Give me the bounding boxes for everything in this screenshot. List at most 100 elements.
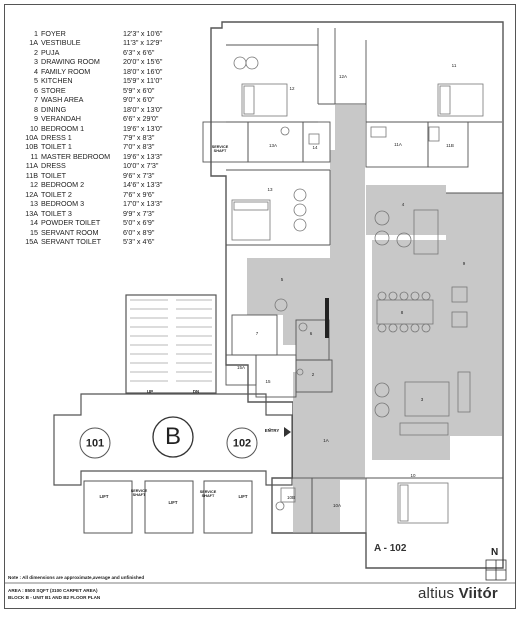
block-b-marker — [152, 416, 194, 458]
legend-no: 5 — [34, 76, 38, 86]
legend-no: 8 — [34, 104, 38, 114]
legend-name: KITCHEN — [41, 76, 73, 86]
legend-name: STORE — [41, 85, 66, 95]
room-tag-r10b: 10B — [286, 494, 296, 500]
brand-bold: Viitór — [458, 585, 498, 602]
legend-size: 17'0" x 13'3" — [123, 199, 163, 209]
room-tag-r3: 3 — [420, 396, 424, 402]
legend-name: BEDROOM 3 — [41, 199, 85, 209]
room-tag-r7: 7 — [255, 330, 259, 336]
room-tag-r12: 12 — [289, 85, 295, 91]
room-tag-r13a: 13A — [268, 142, 278, 148]
staircase — [130, 299, 212, 382]
room-tag-r11: 11 — [451, 62, 457, 68]
north-arrow-icon — [485, 559, 507, 581]
legend-name: DINING — [41, 104, 67, 114]
legend-no: 6 — [34, 85, 38, 95]
legend-size: 19'6" x 13'3" — [123, 151, 163, 161]
legend-no: 1A — [29, 38, 38, 48]
room-tag-r15: 15 — [265, 378, 271, 384]
room-tag-r11a: 11A — [394, 141, 402, 147]
legend-name: TOILET 1 — [41, 142, 72, 152]
legend-name: DRAWING ROOM — [41, 57, 100, 67]
legend-name: TOILET 2 — [41, 189, 72, 199]
legend-size: 7'6" x 9'6" — [123, 189, 155, 199]
legend-size: 5'0" x 6'9" — [123, 218, 155, 228]
unit-102-label: 102 — [232, 437, 252, 450]
legend-name: DRESS 1 — [41, 132, 72, 142]
legend-size: 6'6" x 29'0" — [123, 114, 159, 124]
legend-no: 11A — [25, 161, 38, 171]
legend-name: VESTIBULE — [41, 38, 81, 48]
legend-name: BEDROOM 2 — [41, 180, 85, 190]
brand-light: altius — [418, 585, 459, 602]
legend-name: TOILET 3 — [41, 208, 72, 218]
service-shaft-label: SERVICE SHAFT — [199, 490, 217, 498]
legend-name: VERANDAH — [41, 114, 81, 124]
room-tag-r12a: 12A — [338, 73, 348, 79]
legend-size: 18'0" x 16'0" — [123, 66, 163, 76]
legend-no: 9 — [34, 114, 38, 124]
unit-101-marker — [79, 427, 111, 459]
unit-102-marker — [226, 427, 258, 459]
legend-size: 7'9" x 8'3" — [123, 132, 155, 142]
legend-no: 10B — [25, 142, 38, 152]
stair-up-label: UP — [147, 388, 153, 394]
legend-size: 9'9" x 7'3" — [123, 208, 155, 218]
room-tag-r9: 9 — [462, 260, 466, 266]
lift-label: LIFT — [99, 493, 109, 499]
legend-no: 2 — [34, 47, 38, 57]
legend-no: 11 — [30, 151, 38, 161]
shaded-areas — [247, 105, 502, 533]
entry-arrow-icon — [284, 427, 291, 437]
area-line: AREA : 8500 SQFT (3100 CARPET AREA) — [8, 588, 98, 593]
room-tag-r11b: 11B — [446, 142, 454, 148]
lift-label: LIFT — [168, 499, 178, 505]
legend-no: 15A — [25, 236, 38, 246]
north-label: N — [491, 547, 499, 558]
legend-size: 6'3" x 6'6" — [123, 47, 155, 57]
room-tag-r1: 1 — [268, 426, 272, 432]
legend-no: 12A — [25, 189, 38, 199]
legend-size: 9'0" x 6'0" — [123, 95, 155, 105]
room-tag-r4: 4 — [401, 201, 405, 207]
unit-101-label: 101 — [85, 437, 105, 450]
legend-size: 6'0" x 8'9" — [123, 227, 155, 237]
legend-no: 12 — [30, 180, 38, 190]
legend-no: 3 — [34, 57, 38, 67]
legend-name: SERVANT ROOM — [41, 227, 99, 237]
lift-label: LIFT — [238, 493, 248, 499]
legend-name: POWDER TOILET — [41, 218, 101, 228]
interior-walls — [202, 28, 503, 534]
room-tag-r13: 13 — [267, 186, 273, 192]
block-letter: B — [164, 423, 182, 450]
legend-no: 13 — [30, 199, 38, 209]
legend-size: 14'6" x 13'3" — [123, 180, 163, 190]
room-tag-r14: 14 — [312, 144, 318, 150]
legend-size: 11'3" x 12'9" — [123, 38, 162, 48]
block-line: BLOCK B - UNIT B1 AND B2 FLOOR PLAN — [8, 595, 101, 600]
legend-size: 19'6" x 13'0" — [123, 123, 163, 133]
legend-no: 15 — [30, 227, 38, 237]
legend-no: 10 — [30, 123, 38, 133]
wall-accent — [325, 298, 329, 338]
legend-no: 4 — [34, 66, 38, 76]
dimension-note: Note : All dimensions are approximate,av… — [8, 575, 145, 580]
legend-name: FAMILY ROOM — [41, 66, 91, 76]
stair-down-label: DN — [192, 388, 200, 394]
